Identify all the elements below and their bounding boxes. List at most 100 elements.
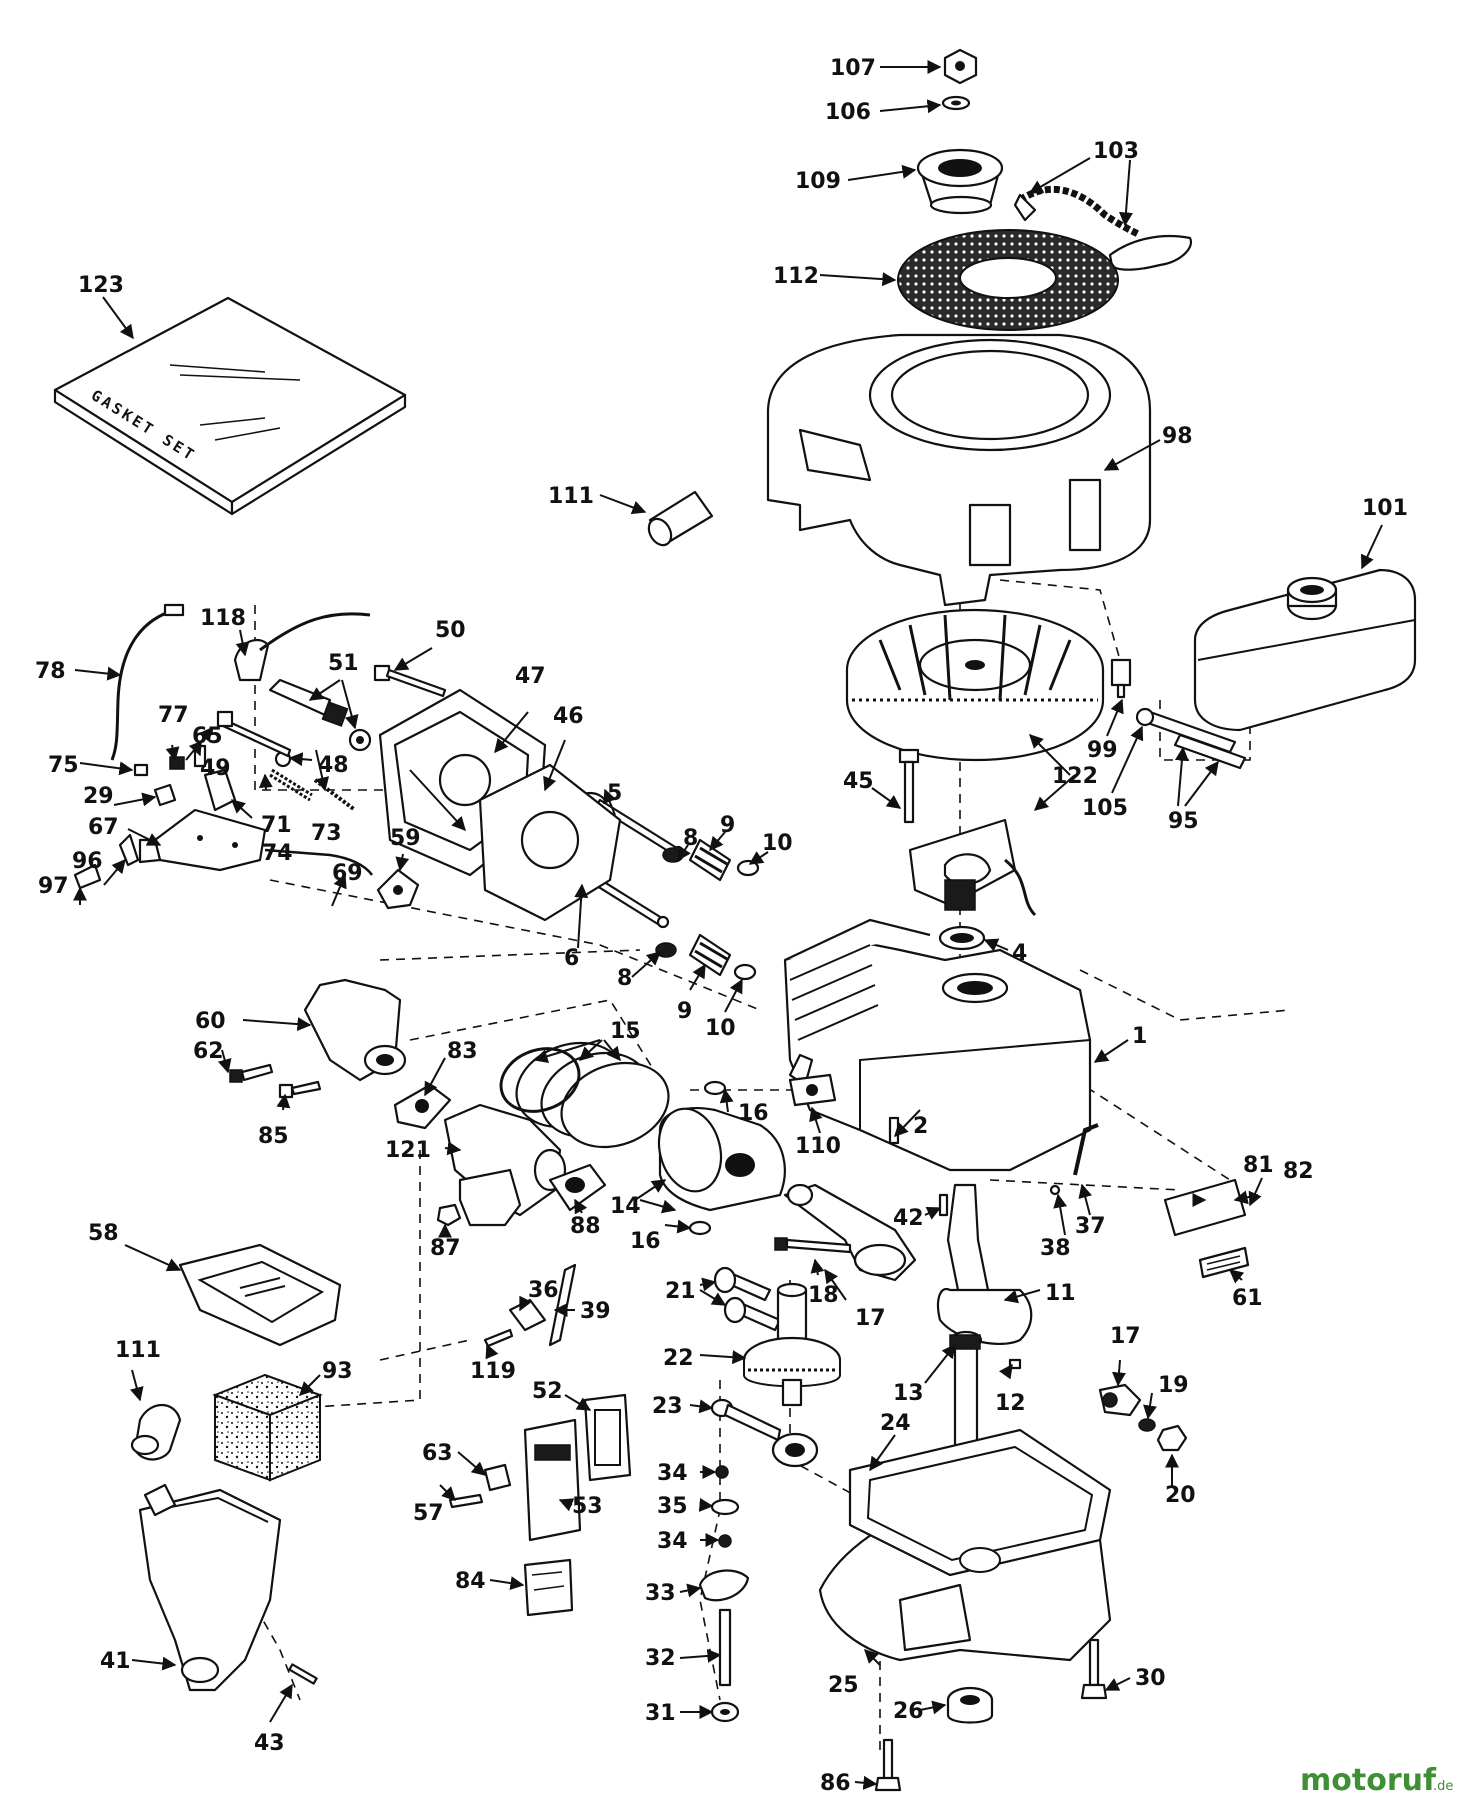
oil-seal-26 (946, 1686, 994, 1724)
pin-42 (938, 1193, 949, 1217)
watermark-suffix: .de (1433, 1779, 1453, 1794)
ignition-module (908, 818, 1037, 917)
air-cleaner-body-41 (138, 1483, 282, 1692)
fuel-tank-101 (1193, 568, 1417, 732)
gasket-83 (393, 1083, 452, 1130)
callout-93: 93 (322, 1359, 353, 1384)
gasket-set-box: GASKET SET (53, 296, 407, 516)
callout-34-upper: 34 (657, 1461, 688, 1486)
blower-housing-98 (766, 333, 1152, 607)
bolt-86 (874, 1738, 902, 1792)
callout-39: 39 (580, 1299, 611, 1324)
control-bracket-67 (118, 768, 374, 876)
callout-45: 45 (843, 769, 874, 794)
callout-8-upper: 8 (683, 826, 698, 851)
starter-rope-103 (1013, 185, 1193, 271)
callout-85: 85 (258, 1124, 289, 1149)
callout-53: 53 (572, 1494, 603, 1519)
callout-5: 5 (607, 781, 622, 806)
piston-14 (657, 1107, 786, 1212)
callout-63: 63 (422, 1441, 453, 1466)
motoruf-watermark: motoruf .de (1300, 1763, 1453, 1798)
callout-14: 14 (610, 1194, 641, 1219)
oil-sump-25 (818, 1428, 1112, 1662)
washer-106 (941, 95, 971, 111)
piston-rings-15 (499, 1041, 670, 1149)
starter-cup-109 (916, 148, 1004, 215)
callout-61: 61 (1232, 1286, 1263, 1311)
callout-82: 82 (1283, 1159, 1314, 1184)
callout-25: 25 (828, 1673, 859, 1698)
callout-6: 6 (564, 946, 579, 971)
screw-99 (1110, 658, 1132, 699)
callout-30: 30 (1135, 1666, 1166, 1691)
callout-98: 98 (1162, 424, 1193, 449)
callout-88: 88 (570, 1214, 601, 1239)
callout-12: 12 (995, 1391, 1026, 1416)
callout-8-lower: 8 (617, 966, 632, 991)
callout-10-upper: 10 (762, 831, 793, 856)
callout-9-lower: 9 (677, 999, 692, 1024)
callout-86: 86 (820, 1771, 851, 1796)
callout-21: 21 (665, 1279, 696, 1304)
screw-97 (73, 863, 102, 890)
nut-20 (1156, 1424, 1188, 1452)
fuel-line-95 (1135, 707, 1247, 770)
callout-105: 105 (1082, 796, 1128, 821)
bolt-85 (278, 1080, 322, 1099)
leader-lines (73, 60, 1383, 1790)
air-filter-element-93 (212, 1373, 323, 1482)
plate-81 (1163, 1178, 1250, 1279)
small-hardware (133, 710, 357, 812)
bolt-62 (229, 1063, 274, 1083)
callout-77: 77 (158, 703, 189, 728)
breather-assembly-53 (448, 1393, 632, 1617)
gasket-110 (788, 1073, 837, 1107)
callout-99: 99 (1087, 738, 1118, 763)
rod-bolt-18 (774, 1237, 852, 1254)
callout-107: 107 (830, 56, 876, 81)
callout-18: 18 (808, 1283, 839, 1308)
callout-10-lower: 10 (705, 1016, 736, 1041)
nut-107 (943, 48, 978, 85)
callout-60: 60 (195, 1009, 226, 1034)
callout-69: 69 (332, 861, 363, 886)
callout-19: 19 (1158, 1373, 1189, 1398)
callout-32: 32 (645, 1646, 676, 1671)
callout-50: 50 (435, 618, 466, 643)
callout-23: 23 (652, 1394, 683, 1419)
callout-9-upper: 9 (720, 813, 735, 838)
callout-123: 123 (78, 273, 124, 298)
callout-65: 65 (192, 724, 223, 749)
callout-109: 109 (795, 169, 841, 194)
callout-62: 62 (193, 1039, 224, 1064)
callout-110: 110 (795, 1134, 841, 1159)
callout-38: 38 (1040, 1236, 1071, 1261)
callout-11: 11 (1045, 1281, 1076, 1306)
callout-1: 1 (1132, 1024, 1147, 1049)
screw-45 (898, 748, 920, 824)
callout-47: 47 (515, 664, 546, 689)
callout-74: 74 (262, 841, 293, 866)
valve-springs (655, 838, 760, 981)
callout-111-upper: 111 (548, 484, 594, 509)
callout-37: 37 (1075, 1214, 1106, 1239)
callout-34-lower: 34 (657, 1529, 688, 1554)
callout-20: 20 (1165, 1483, 1196, 1508)
governor-shaft-23 (710, 1398, 819, 1468)
callout-36: 36 (528, 1278, 559, 1303)
callout-122: 122 (1052, 764, 1098, 789)
callout-15: 15 (610, 1019, 641, 1044)
callout-42: 42 (893, 1206, 924, 1231)
callout-16-lower: 16 (630, 1229, 661, 1254)
callout-2: 2 (913, 1114, 928, 1139)
callout-17-upper: 17 (855, 1306, 886, 1331)
callout-24: 24 (880, 1411, 911, 1436)
callout-111-lower: 111 (115, 1338, 161, 1363)
callout-33: 33 (645, 1581, 676, 1606)
callout-43: 43 (254, 1731, 285, 1756)
lockwasher-19 (1138, 1418, 1156, 1432)
callout-97: 97 (38, 874, 69, 899)
carburetor-121 (443, 1103, 567, 1227)
